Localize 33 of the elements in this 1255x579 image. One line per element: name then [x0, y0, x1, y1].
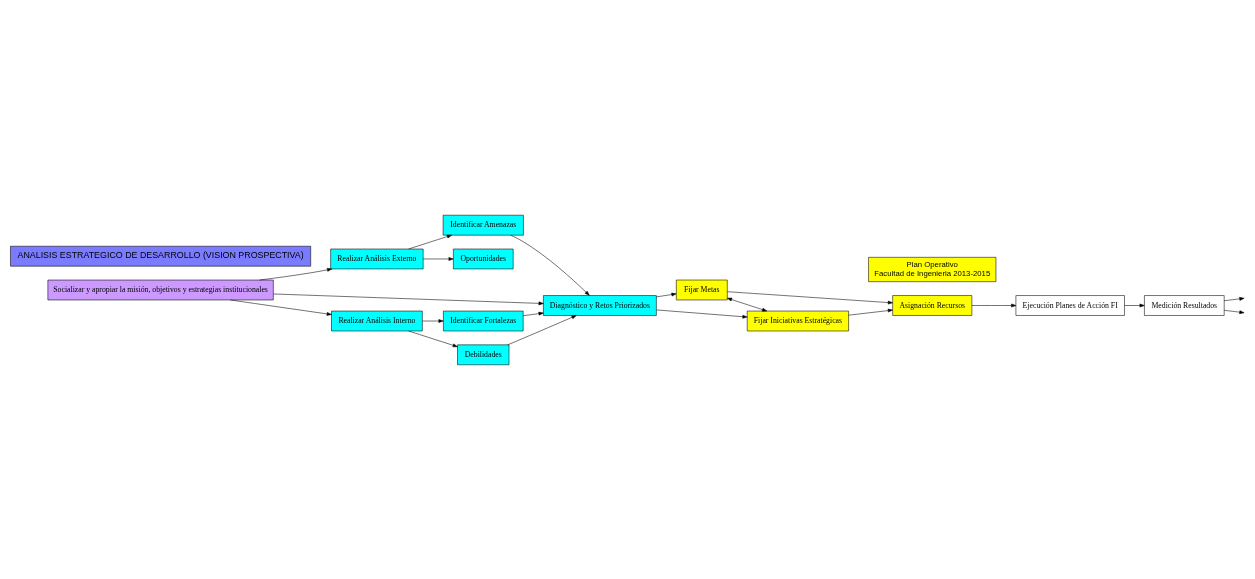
node-box: Fijar Metas	[676, 279, 728, 300]
node-box: Realizar Análisis Externo	[330, 248, 424, 269]
arrow	[971, 303, 1017, 307]
arrow	[259, 267, 333, 280]
arrow	[522, 311, 544, 316]
arrow	[727, 297, 768, 311]
node-box: Diagnóstico y Retos Priorizados	[543, 294, 657, 316]
node-box: Medición Resultados	[1144, 294, 1225, 316]
arrow	[656, 309, 748, 319]
arrow	[727, 290, 893, 304]
arrow	[230, 299, 332, 316]
arrow	[408, 234, 452, 249]
node-box: ANALISIS ESTRATEGICO DE DESARROLLO (VISION PROSPECTIVA)	[10, 245, 311, 266]
arrow	[848, 308, 893, 315]
arrow	[510, 234, 590, 296]
node-box: Ejecución Planes de Acción FI	[1015, 294, 1125, 316]
node-box: Oportunidades	[453, 248, 514, 269]
node-box: Realizar Análisis Interno	[331, 310, 423, 331]
arrow	[422, 318, 444, 323]
arrow	[1124, 303, 1145, 307]
arrow	[656, 292, 677, 297]
arrow	[273, 293, 544, 305]
arrow	[507, 314, 577, 345]
node-box: Identificar Amenazas	[442, 214, 524, 235]
arrow	[422, 256, 454, 261]
arrow	[1223, 296, 1245, 301]
arrow	[408, 330, 458, 347]
arrow	[1223, 309, 1245, 314]
node-box: Identificar Fortalezas	[443, 310, 524, 331]
node-box: Asignación Recursos	[892, 294, 973, 316]
node-box: Socializar y apropiar la misión, objetivos y estrategias institucionales	[47, 279, 274, 300]
node-box: Debilidades	[457, 344, 510, 365]
node-box: Fijar Iniciativas Estratégicas	[746, 310, 849, 331]
